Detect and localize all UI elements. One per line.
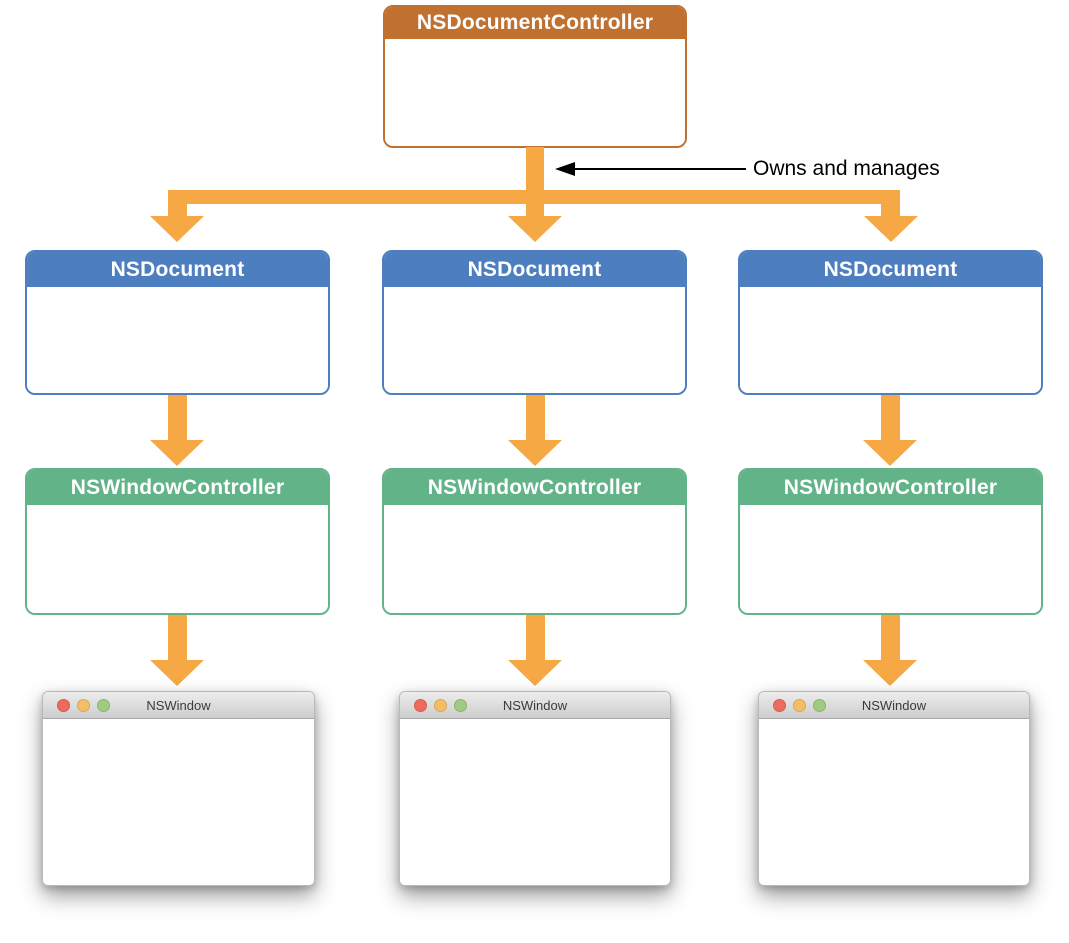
annotation-arrowhead-icon [555, 162, 575, 176]
nswindow-2-titlebar: NSWindow [400, 692, 670, 719]
nsdocument-box-1: NSDocument [25, 250, 330, 395]
nswindow-1-content [43, 719, 314, 885]
nswindowcontroller-box-2: NSWindowController [382, 468, 687, 615]
nsdocumentcontroller-box-body [385, 39, 685, 146]
nsdocument-box-2: NSDocument [382, 250, 687, 395]
nsdocument-box-3-title: NSDocument [740, 252, 1041, 287]
arrow-ctrl3-to-window3-shaft [881, 615, 900, 661]
annotation-arrow-line [571, 168, 746, 170]
nswindow-3-title: NSWindow [861, 697, 927, 713]
nswindow-1-title: NSWindow [146, 697, 211, 713]
nsdocument-box-3: NSDocument [738, 250, 1043, 395]
connector-root-shaft [526, 147, 544, 217]
zoom-button-icon [97, 698, 110, 712]
nsdocument-box-1-title: NSDocument [27, 252, 328, 287]
arrow-doc2-to-ctrl2-head-icon [508, 440, 562, 466]
nswindowcontroller-box-3: NSWindowController [738, 468, 1043, 615]
nswindowcontroller-box-1-body [27, 505, 328, 613]
nswindowcontroller-box-3-body [740, 505, 1041, 613]
minimize-button-icon [434, 698, 447, 712]
minimize-button-icon [793, 698, 806, 712]
arrow-doc3-to-ctrl3-shaft [881, 395, 900, 441]
nswindow-2: NSWindow [399, 691, 671, 886]
nswindow-3-traffic-lights [773, 692, 826, 718]
nswindowcontroller-box-2-title: NSWindowController [384, 470, 685, 505]
close-button-icon [414, 698, 427, 712]
zoom-button-icon [813, 698, 826, 712]
arrow-doc1-to-ctrl1-head-icon [150, 440, 204, 466]
arrow-ctrl3-to-window3-head-icon [863, 660, 917, 686]
arrow-ctrl2-to-window2-head-icon [508, 660, 562, 686]
nswindow-1: NSWindow [42, 691, 315, 886]
annotation-label: Owns and manages [753, 157, 940, 180]
arrow-doc3-to-ctrl3-head-icon [863, 440, 917, 466]
nswindow-2-traffic-lights [414, 692, 467, 718]
nswindow-1-traffic-lights [57, 692, 110, 718]
arrowhead-to-document-3-icon [864, 216, 918, 242]
nsdocument-box-3-body [740, 287, 1041, 393]
nsdocumentcontroller-box: NSDocumentController [383, 5, 687, 148]
nswindow-3-content [759, 719, 1029, 885]
nsdocument-box-2-title: NSDocument [384, 252, 685, 287]
nswindowcontroller-box-3-title: NSWindowController [740, 470, 1041, 505]
arrow-ctrl2-to-window2-shaft [526, 615, 545, 661]
arrow-doc1-to-ctrl1-shaft [168, 395, 187, 441]
zoom-button-icon [454, 698, 467, 712]
arrow-ctrl1-to-window1-shaft [168, 615, 187, 661]
arrowhead-to-document-1-icon [150, 216, 204, 242]
nswindow-2-content [400, 719, 670, 885]
nswindow-2-title: NSWindow [502, 697, 568, 713]
connector-left-drop [168, 190, 187, 217]
minimize-button-icon [77, 698, 90, 712]
arrowhead-to-document-2-icon [508, 216, 562, 242]
nswindow-3: NSWindow [758, 691, 1030, 886]
arrow-ctrl1-to-window1-head-icon [150, 660, 204, 686]
close-button-icon [57, 698, 70, 712]
nswindow-3-titlebar: NSWindow [759, 692, 1029, 719]
nsdocumentcontroller-box-title: NSDocumentController [385, 7, 685, 39]
nswindowcontroller-box-1: NSWindowController [25, 468, 330, 615]
connector-right-drop [881, 190, 900, 217]
nsdocument-box-1-body [27, 287, 328, 393]
connector-horizontal-bar [168, 190, 900, 204]
nswindow-1-titlebar: NSWindow [43, 692, 314, 719]
close-button-icon [773, 698, 786, 712]
nswindowcontroller-box-1-title: NSWindowController [27, 470, 328, 505]
nsdocument-box-2-body [384, 287, 685, 393]
arrow-doc2-to-ctrl2-shaft [526, 395, 545, 441]
nswindowcontroller-box-2-body [384, 505, 685, 613]
